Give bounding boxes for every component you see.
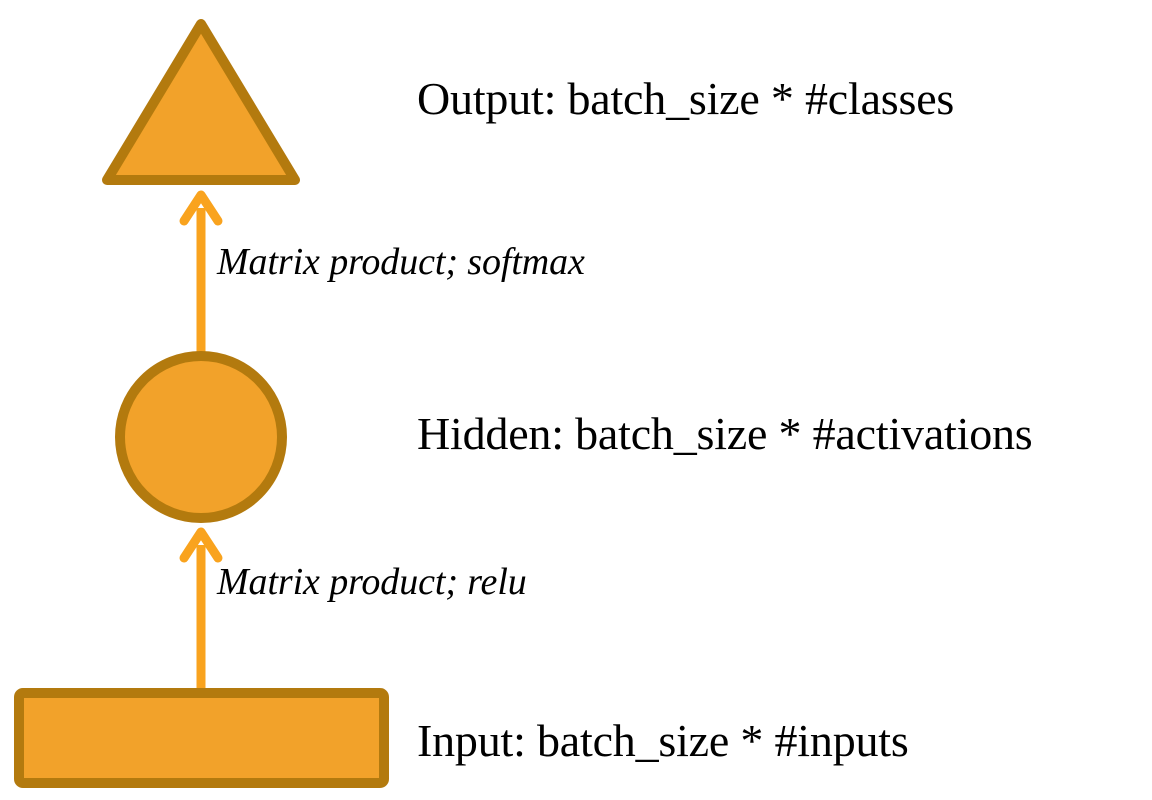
- arrow-head: [179, 190, 223, 226]
- node-hidden-label: Hidden: batch_size * #activations: [417, 408, 1033, 459]
- arrow-input-to-hidden: [179, 527, 223, 688]
- edge-hidden-to-output-label: Matrix product; softmax: [217, 241, 585, 283]
- node-hidden-circle: [115, 351, 287, 523]
- node-input-label: Input: batch_size * #inputs: [417, 715, 909, 766]
- node-output-triangle: [102, 19, 300, 185]
- arrow-head: [179, 527, 223, 563]
- node-output-label: Output: batch_size * #classes: [417, 73, 955, 124]
- node-input-rectangle: [14, 688, 389, 788]
- arrow-hidden-to-output: [179, 190, 223, 355]
- edge-input-to-hidden-label: Matrix product; relu: [217, 561, 527, 603]
